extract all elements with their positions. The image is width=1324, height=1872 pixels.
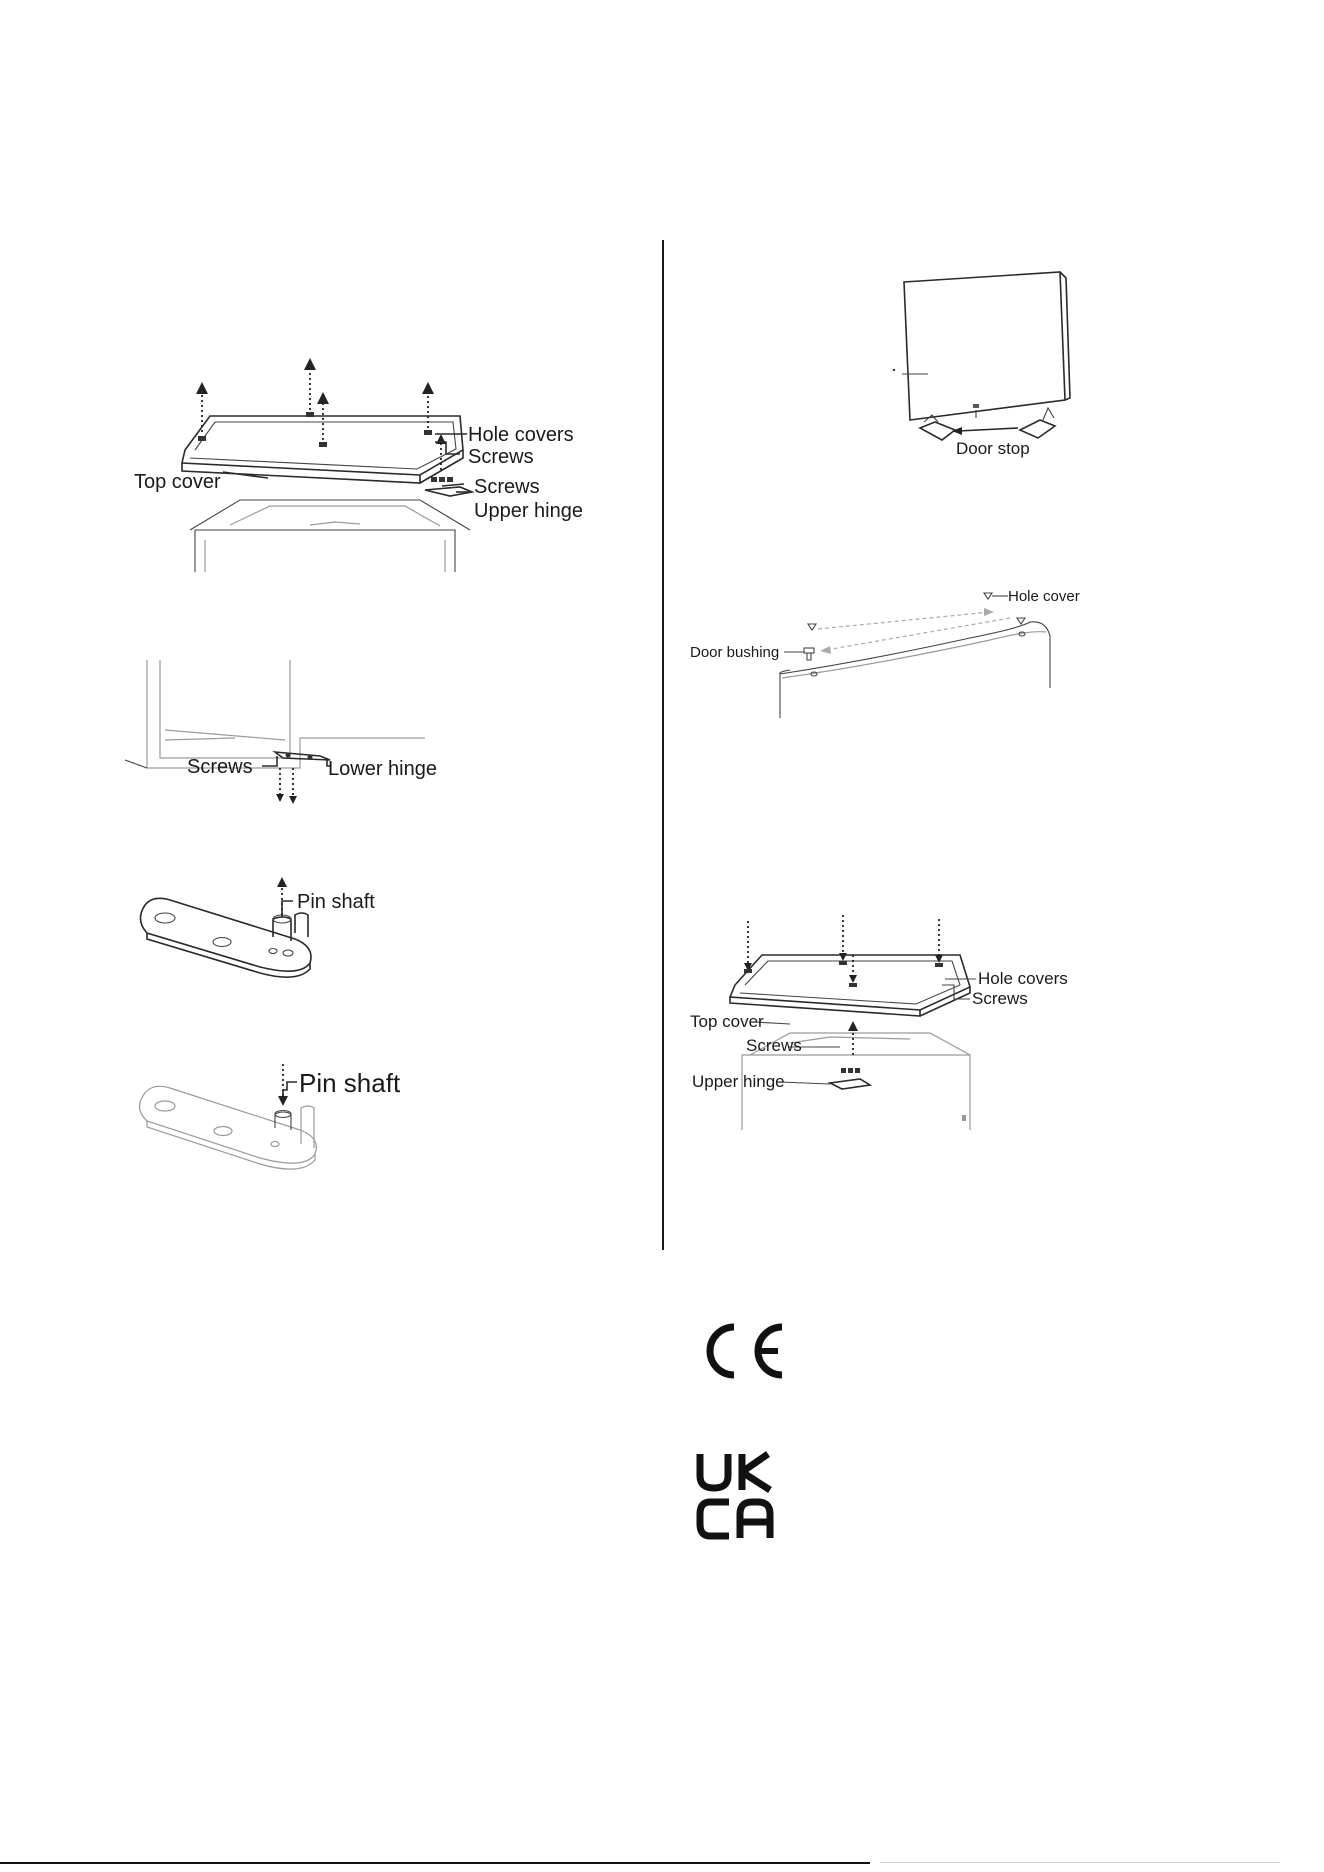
door-stop-new-drawing [1020,408,1055,438]
lower-hinge-drawing [275,752,330,760]
label-lower-hinge: Lower hinge [328,758,437,780]
label-pin-shaft: Pin shaft [297,891,375,913]
label-screws-hinge: Screws [474,476,540,498]
figure-door-stop-transfer: Door stop [880,270,1110,470]
footer-rule-faint [880,1862,1280,1863]
label-upper-hinge: Upper hinge [692,1072,785,1091]
label-hole-covers: Hole covers [468,424,574,446]
install-arrows [744,915,943,1055]
ce-mark-logo [690,1320,785,1382]
label-screws-cover: Screws [972,989,1028,1008]
cabinet-body-drawing [190,500,470,572]
upper-hinge-drawing [830,1079,870,1089]
leader-lines [755,979,976,1084]
door-top-edge-drawing [780,622,1050,718]
hinge-plate-drawing [139,1086,316,1169]
swap-arrows [818,608,1010,654]
figure-top-cover-removal: Hole covers Screws Top cover Screws Uppe… [120,350,600,580]
door-bushing-drawing [804,648,814,660]
screw-arrows [276,768,297,804]
transfer-arrow [952,404,1018,435]
label-screws-hinge: Screws [746,1036,802,1055]
footer-rule [0,1862,870,1864]
figure-pin-shaft-remove: Pin shaft [125,875,425,995]
figure-door-bushing-swap: Hole cover Door bushing [690,578,1110,728]
ukca-mark-logo [694,1452,778,1540]
leader-lines [223,434,470,492]
label-door-bushing: Door bushing [690,644,779,661]
door-panel-drawing [893,272,1070,420]
label-door-stop: Door stop [956,439,1030,458]
leader-line [283,1082,297,1096]
label-hole-covers: Hole covers [978,969,1068,988]
pin-shaft-drawing [269,913,308,956]
label-hole-cover: Hole cover [1008,588,1080,605]
column-divider [662,240,664,1250]
label-pin-shaft: Pin shaft [299,1068,401,1098]
label-top-cover: Top cover [690,1012,764,1031]
label-upper-hinge: Upper hinge [474,500,583,522]
label-screws: Screws [187,756,253,778]
hinge-plate-drawing [140,898,311,977]
screw-icons [744,961,943,1073]
figure-pin-shaft-insert: Pin shaft [125,1058,445,1183]
removal-arrows [196,358,446,470]
figure-top-cover-refit: Hole covers Screws Top cover Screws Uppe… [690,915,1090,1135]
label-screws-cover: Screws [468,446,534,468]
figure-lower-hinge-removal: Screws Lower hinge [125,660,465,810]
label-top-cover: Top cover [134,471,221,493]
